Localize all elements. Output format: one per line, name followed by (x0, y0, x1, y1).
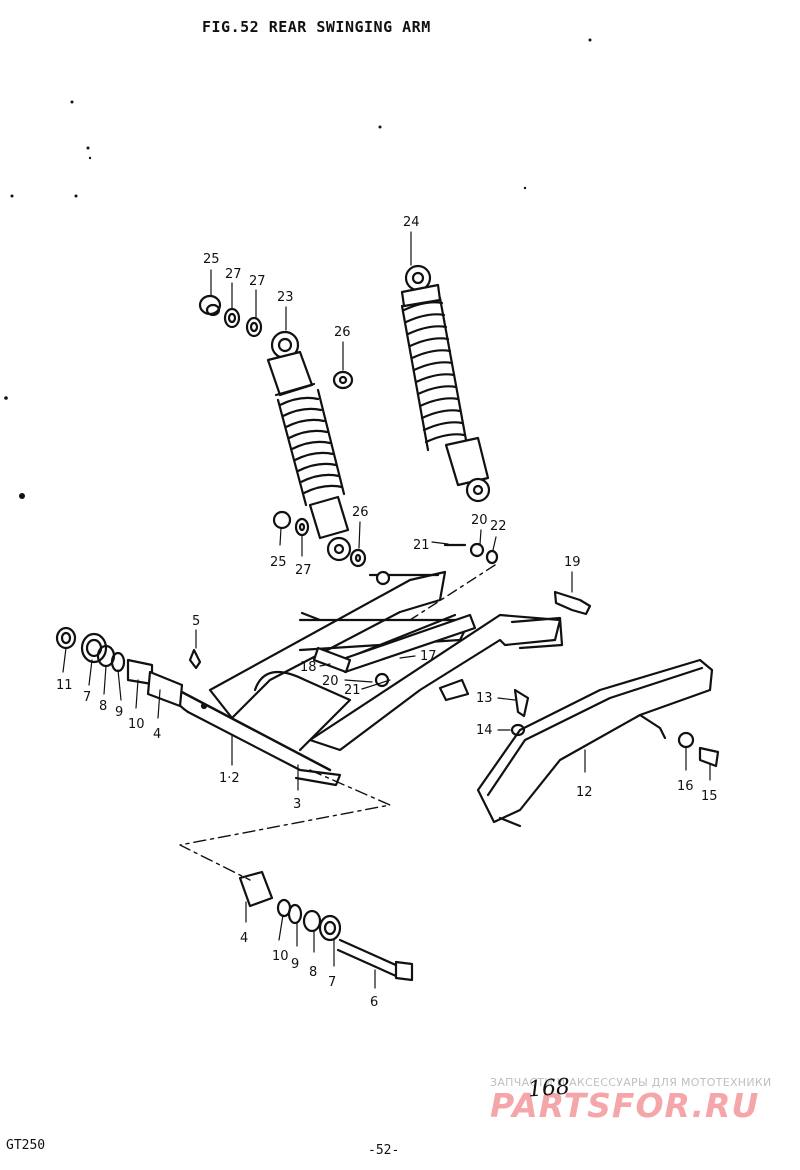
label-6: 6 (370, 995, 378, 1010)
label-12: 12 (576, 785, 593, 800)
label-26-mid: 26 (352, 505, 369, 520)
label-27-a: 27 (225, 267, 242, 282)
label-19: 19 (564, 555, 581, 570)
label-24: 24 (403, 215, 420, 230)
upper-bushings (198, 294, 499, 568)
label-25-top: 25 (203, 252, 220, 267)
right-shock-absorber (400, 264, 491, 503)
label-1-2: 1·2 (219, 771, 240, 786)
label-16: 16 (677, 779, 694, 794)
part-labels: 25 27 27 23 26 24 25 27 26 21 20 22 19 5… (56, 215, 718, 1010)
label-20-top: 20 (471, 513, 488, 528)
label-20-mid: 20 (322, 674, 339, 689)
left-pivot-parts (55, 626, 208, 710)
watermark-logo: PARTSFOR.RU (490, 1086, 760, 1125)
watermark-tagline: ЗАПЧАСТИ И АКСЕССУАРЫ ДЛЯ МОТОТЕХНИКИ (490, 1076, 772, 1089)
label-8-left: 8 (99, 699, 107, 714)
label-8-lower: 8 (309, 965, 317, 980)
figure-title: FIG.52 REAR SWINGING ARM (202, 18, 431, 36)
centre-line (179, 769, 391, 881)
label-21-mid: 21 (344, 683, 361, 698)
label-21-top: 21 (413, 538, 430, 553)
lower-pivot-parts (238, 870, 414, 982)
label-7-lower: 7 (328, 975, 336, 990)
label-4-left: 4 (153, 727, 161, 742)
label-9-lower: 9 (291, 957, 299, 972)
label-11: 11 (56, 678, 73, 693)
label-23: 23 (277, 290, 294, 305)
shock-mount-bar (300, 611, 477, 688)
chain-case (476, 658, 714, 828)
label-5: 5 (192, 614, 200, 629)
label-14: 14 (476, 723, 493, 738)
label-27-mid: 27 (295, 563, 312, 578)
label-4-lower: 4 (240, 931, 248, 946)
label-3: 3 (293, 797, 301, 812)
small-hardware (438, 590, 720, 768)
left-shock-absorber (266, 330, 352, 562)
label-15: 15 (701, 789, 718, 804)
label-25-mid: 25 (270, 555, 287, 570)
model-code: GT250 (6, 1138, 46, 1153)
centre-line-shock (409, 564, 496, 621)
label-7-left: 7 (83, 690, 91, 705)
label-10-lower: 10 (272, 949, 289, 964)
label-27-b: 27 (249, 274, 266, 289)
label-13: 13 (476, 691, 493, 706)
label-26-top: 26 (334, 325, 351, 340)
label-10-left: 10 (128, 717, 145, 732)
label-22: 22 (490, 519, 507, 534)
page-number: -52- (368, 1143, 400, 1158)
label-9-left: 9 (115, 705, 123, 720)
label-18: 18 (300, 660, 317, 675)
scan-speckles (4, 38, 592, 499)
label-17: 17 (420, 649, 437, 664)
handwritten-number: 168 (527, 1074, 571, 1103)
